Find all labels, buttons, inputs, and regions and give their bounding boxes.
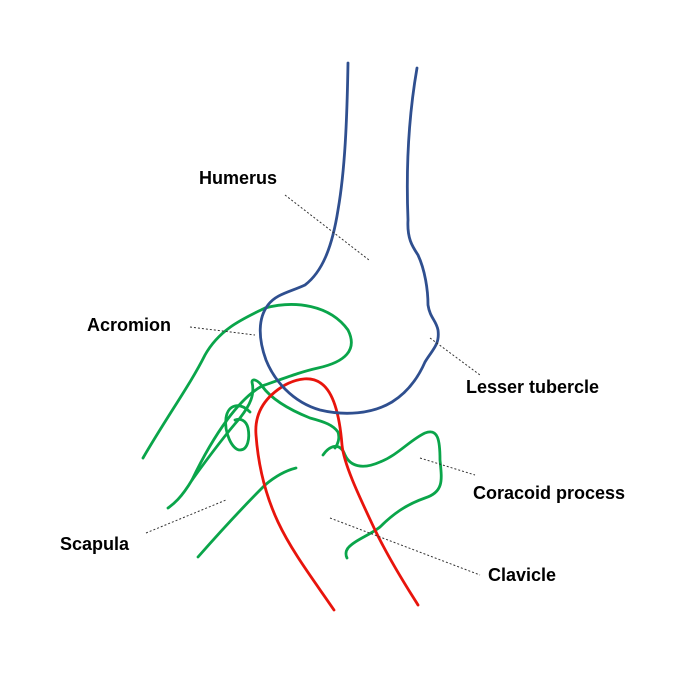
scapula-loop xyxy=(224,404,252,452)
humerus-leader xyxy=(284,194,370,261)
scapula-inner-curve xyxy=(190,378,341,482)
acromion-label: Acromion xyxy=(87,315,172,335)
humerus-outline xyxy=(258,61,440,415)
coracoid-process-label: Coracoid process xyxy=(473,483,626,503)
scapula-outline xyxy=(141,303,443,560)
clavicle-leader xyxy=(329,517,481,576)
scapula-label: Scapula xyxy=(60,534,130,554)
acromion-leader xyxy=(189,326,256,336)
clavicle-outline xyxy=(254,377,420,612)
coracoid-outline xyxy=(321,430,443,560)
coracoid-leader xyxy=(419,457,476,476)
lesser-tubercle-leader xyxy=(429,337,481,376)
scapula-lower-edge xyxy=(196,466,298,559)
humerus-label: Humerus xyxy=(199,168,278,188)
clavicle-label: Clavicle xyxy=(488,565,557,585)
scapula-leader xyxy=(145,499,227,534)
acromion-outline xyxy=(141,303,353,510)
lesser-tubercle-label: Lesser tubercle xyxy=(466,377,600,397)
